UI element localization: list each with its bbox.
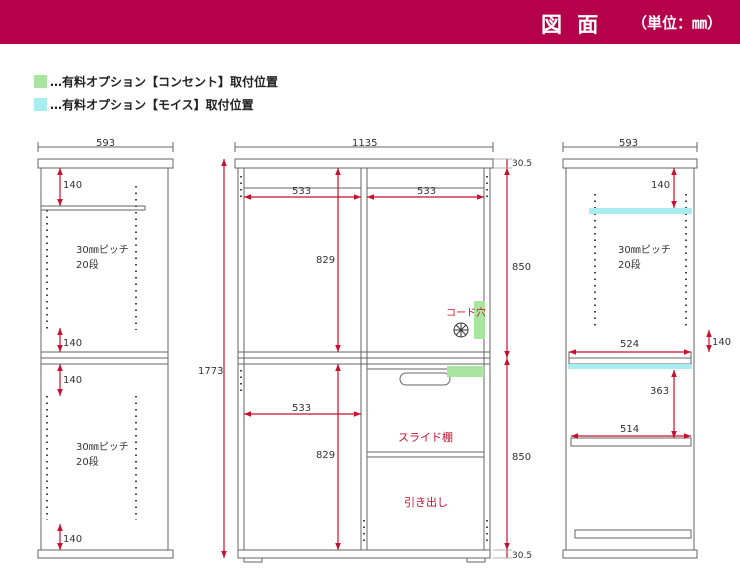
left-top-gap-label: 140 [63, 180, 82, 191]
right-shelf-width-label: 524 [620, 339, 639, 350]
unit-label: （単位：㎜） [632, 14, 723, 32]
left-mid-gap1-label: 140 [63, 338, 82, 349]
legend-outlet-label: …有料オプション【コンセント】取付位置 [50, 75, 279, 89]
right-width-label: 593 [619, 138, 638, 149]
right-slide-width-label: 514 [620, 424, 639, 435]
left-pitch-label: 30㎜ピッチ [76, 244, 129, 256]
cord-hole-label: コード穴 [446, 306, 486, 319]
left-side-view [37, 142, 174, 559]
drawer-label: 引き出し [404, 495, 448, 509]
right-inner-height-label: 363 [650, 386, 669, 397]
right-pitch-label: 30㎜ピッチ [618, 244, 671, 256]
total-height-label: 1773 [198, 366, 223, 377]
drawing-title: 図 面 [541, 13, 603, 37]
legend-item-outlet: …有料オプション【コンセント】取付位置 [34, 73, 278, 90]
right-side-gap-label: 140 [712, 337, 731, 348]
cord-hole-icon [453, 322, 469, 338]
lower-section-label: 850 [512, 452, 531, 463]
page-header: 図 面 （単位：㎜） [0, 0, 740, 44]
left-steps2-label: 20段 [76, 455, 99, 468]
moiss-swatch [34, 98, 47, 111]
right-view-dimensions [569, 168, 712, 439]
right-top-gap-label: 140 [651, 180, 670, 191]
right-side-view [562, 142, 698, 559]
left-steps-label: 20段 [76, 258, 99, 271]
lower-left-width-label: 533 [292, 403, 311, 414]
left-pitch2-label: 30㎜ピッチ [76, 441, 129, 453]
front-view-dimensions [221, 159, 510, 558]
moiss-position-upper [589, 208, 692, 214]
left-mid-gap2-label: 140 [63, 375, 82, 386]
upper-left-width-label: 533 [292, 186, 311, 197]
top-plate-label: 30.5 [512, 159, 532, 169]
lower-height-label: 829 [316, 450, 335, 461]
upper-section-label: 850 [512, 262, 531, 273]
legend-item-moiss: …有料オプション【モイス】取付位置 [34, 96, 254, 113]
upper-right-width-label: 533 [417, 186, 436, 197]
outlet-position-lower [447, 366, 484, 377]
outlet-position-upper [474, 301, 485, 339]
left-width-label: 593 [96, 138, 115, 149]
outlet-swatch [34, 75, 47, 88]
moiss-position-lower [568, 364, 692, 369]
slide-shelf-label: スライド棚 [398, 430, 453, 444]
bottom-plate-label: 30.5 [512, 551, 532, 561]
front-width-label: 1135 [352, 138, 377, 149]
legend-moiss-label: …有料オプション【モイス】取付位置 [50, 98, 254, 112]
front-view [234, 142, 494, 563]
left-bottom-gap-label: 140 [63, 534, 82, 545]
right-steps-label: 20段 [618, 258, 641, 271]
upper-height-label: 829 [316, 255, 335, 266]
